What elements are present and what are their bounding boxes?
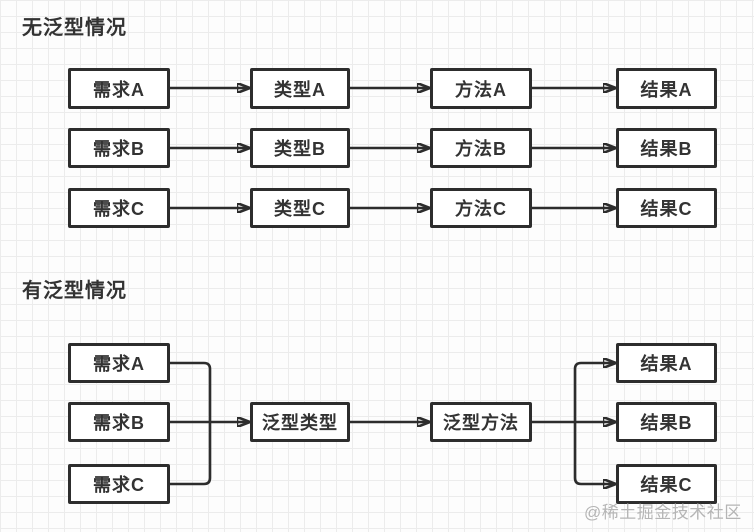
node-result-b: 结果B (616, 128, 717, 168)
node-generic-requirement-b: 需求B (68, 402, 170, 442)
node-generic-method: 泛型方法 (430, 402, 532, 442)
node-requirement-b: 需求B (68, 128, 170, 168)
node-requirement-a: 需求A (68, 68, 170, 109)
watermark: @稀土掘金技术社区 (584, 503, 742, 522)
node-result-c: 结果C (616, 188, 717, 228)
node-generic-result-c: 结果C (616, 464, 717, 504)
node-method-b: 方法B (430, 128, 532, 168)
arrow-branch-to-result-a (573, 363, 616, 422)
arrow-branch-to-result-c (573, 422, 616, 484)
node-type-a: 类型A (250, 68, 350, 109)
section-title-no-generics: 无泛型情况 (22, 17, 127, 39)
node-method-c: 方法C (430, 188, 532, 228)
node-generic-requirement-c: 需求C (68, 464, 170, 504)
connector-requirement-c-merge (170, 422, 212, 486)
node-type-b: 类型B (250, 128, 350, 168)
node-generic-type: 泛型类型 (250, 402, 350, 442)
node-generic-result-a: 结果A (616, 343, 717, 383)
connector-requirement-a-merge (170, 361, 212, 422)
node-generic-requirement-a: 需求A (68, 343, 170, 383)
node-method-a: 方法A (430, 68, 532, 109)
section-title-with-generics: 有泛型情况 (22, 280, 127, 302)
node-generic-result-b: 结果B (616, 402, 717, 442)
node-type-c: 类型C (250, 188, 350, 228)
node-requirement-c: 需求C (68, 188, 170, 228)
node-result-a: 结果A (616, 68, 717, 109)
